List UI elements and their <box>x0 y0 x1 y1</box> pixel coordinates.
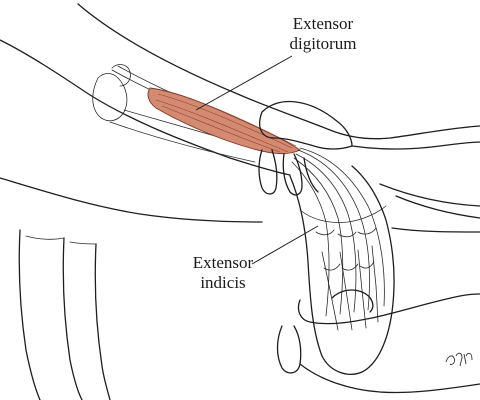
label-extensor-digitorum-line1: Extensor <box>292 14 354 33</box>
finger-joints <box>323 261 375 271</box>
artist-signature <box>445 352 473 367</box>
muscle-fibers <box>155 91 297 153</box>
table-leg-mid <box>62 237 83 400</box>
extensor-tendons <box>291 147 385 317</box>
examiner-lower-palm <box>299 363 480 394</box>
examiner-wrist <box>351 141 480 150</box>
table-leg-right <box>94 243 111 400</box>
forearm-lower-outline <box>0 39 291 176</box>
ulna-contour <box>109 121 256 163</box>
examiner-lower-finger <box>331 289 374 313</box>
label-extensor-indicis-line2: indicis <box>200 273 246 292</box>
right-surface-lower <box>391 227 480 233</box>
table-leg-left <box>18 229 41 400</box>
elbow-bone-outline <box>92 73 128 122</box>
label-extensor-digitorum: Extensor digitorum <box>258 14 388 54</box>
examiner-finger-1 <box>282 153 303 196</box>
leader-extensor-digitorum <box>195 55 293 111</box>
label-extensor-digitorum-line2: digitorum <box>289 34 357 53</box>
label-extensor-indicis-line1: Extensor <box>192 253 254 272</box>
forearm-outline <box>77 3 480 140</box>
extensor-digitorum-muscle <box>147 87 301 155</box>
metacarpal-joints <box>315 227 377 238</box>
humerus-condyle <box>111 64 131 87</box>
examiner-arm-right <box>379 183 480 207</box>
table-bracket <box>25 235 97 245</box>
examiner-lower-hand <box>297 293 480 325</box>
examiner-finger-2 <box>303 157 319 193</box>
label-extensor-indicis: Extensor indicis <box>168 253 278 293</box>
examiner-thumb <box>258 149 278 195</box>
leader-extensor-indicis <box>251 225 319 265</box>
knuckle-outline <box>299 205 387 223</box>
right-edge-surface <box>395 195 480 219</box>
patient-hand-outline <box>289 165 395 375</box>
table-edge <box>0 177 263 223</box>
examiner-lower-thumb <box>276 325 302 374</box>
